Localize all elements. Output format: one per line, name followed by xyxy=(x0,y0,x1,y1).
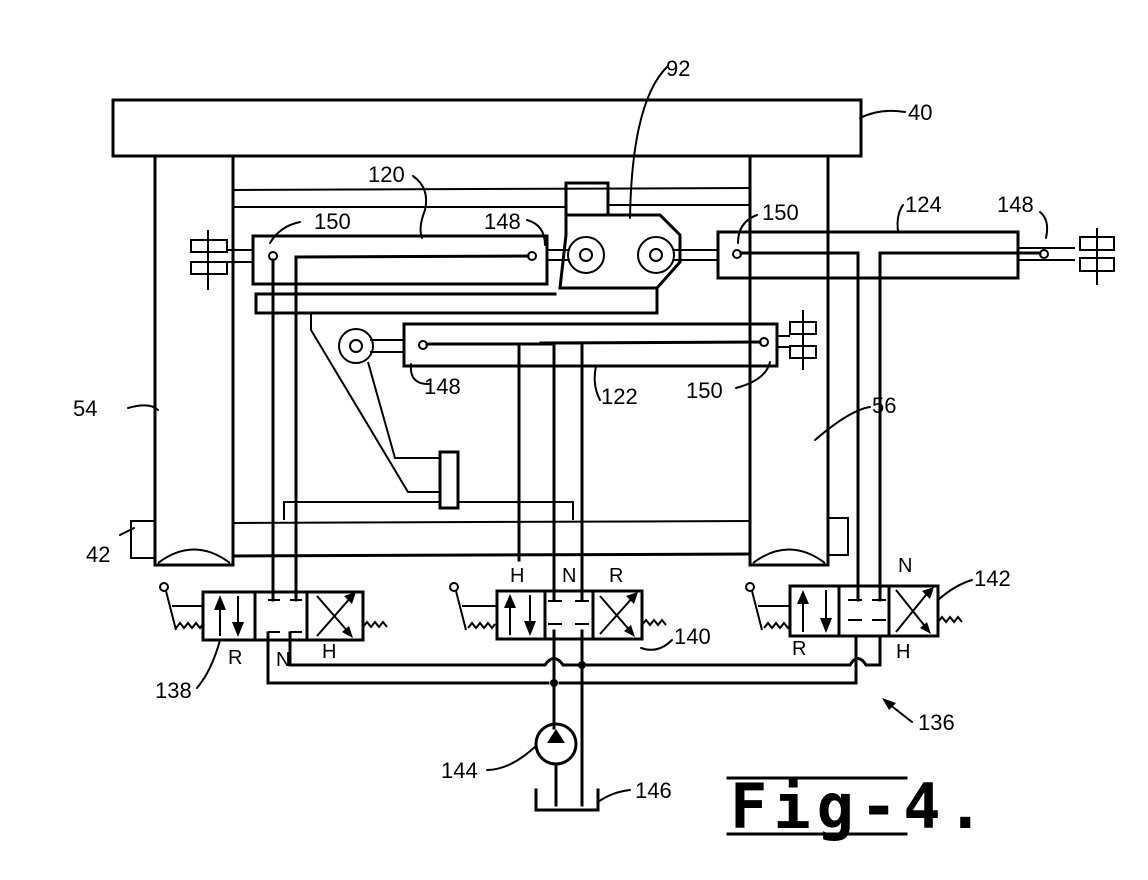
valve-140 xyxy=(497,591,642,639)
hand-lever-icon xyxy=(450,583,497,630)
cylinder-120 xyxy=(228,236,547,284)
label-138: 138 xyxy=(155,678,192,703)
valve-138-port-left: R xyxy=(228,647,242,669)
label-148-cyl124: 148 xyxy=(997,192,1034,217)
label-146: 146 xyxy=(635,778,672,803)
figure-caption: Fig-4. xyxy=(728,770,990,843)
spring-icon xyxy=(764,617,962,628)
label-42: 42 xyxy=(86,542,110,567)
pump-icon xyxy=(536,724,576,805)
label-142: 142 xyxy=(974,566,1011,591)
label-56: 56 xyxy=(872,393,896,418)
cylinder-124 xyxy=(718,232,1075,278)
label-92: 92 xyxy=(666,56,690,81)
figure-title: Fig-4. xyxy=(730,770,990,843)
hydraulic-lines xyxy=(273,253,880,600)
label-124: 124 xyxy=(905,192,942,217)
label-150-cyl124: 150 xyxy=(762,200,799,225)
label-148-cyl120: 148 xyxy=(484,209,521,234)
upper-rail xyxy=(233,188,750,190)
valve-138 xyxy=(203,592,363,640)
label-54: 54 xyxy=(73,396,97,421)
label-150-cyl120: 150 xyxy=(314,209,351,234)
cylinder-122 xyxy=(370,324,790,366)
base-member xyxy=(131,518,848,558)
valve-140-port-left: H xyxy=(510,565,524,587)
label-122: 122 xyxy=(601,384,638,409)
valve-138-port-center: N xyxy=(276,649,290,671)
bracket-92 xyxy=(256,183,718,313)
valve-142-port-right: H xyxy=(896,641,910,663)
valve-142-port-left: R xyxy=(792,638,806,660)
label-140: 140 xyxy=(674,624,711,649)
leader-lines xyxy=(120,66,1047,802)
label-150-cyl122: 150 xyxy=(686,378,723,403)
clevis-icon xyxy=(191,230,227,290)
label-120: 120 xyxy=(368,162,405,187)
tank-icon xyxy=(536,790,598,810)
label-136: 136 xyxy=(918,710,955,735)
left-column xyxy=(155,156,233,565)
clevis-icon xyxy=(790,310,816,370)
frame-top-member xyxy=(113,100,861,156)
label-40: 40 xyxy=(908,100,932,125)
spring-icon xyxy=(176,622,387,628)
clevis-icon xyxy=(1080,228,1114,285)
valve-142-port-center: N xyxy=(898,555,912,577)
valve-138-port-right: H xyxy=(322,641,336,663)
valve-140-port-center: N xyxy=(562,565,576,587)
label-144: 144 xyxy=(441,758,478,783)
valve-140-port-right: R xyxy=(609,565,623,587)
label-148-cyl122: 148 xyxy=(424,374,461,399)
valve-142 xyxy=(790,586,938,636)
